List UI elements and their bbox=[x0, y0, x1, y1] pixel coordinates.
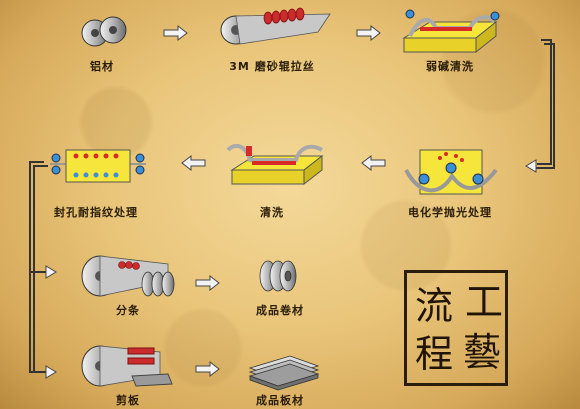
step-label-electro-polish: 电化学抛光处理 bbox=[408, 206, 492, 219]
slitting-machine-icon bbox=[81, 255, 175, 297]
step-label-rinse: 清洗 bbox=[260, 206, 284, 219]
flow-arrow bbox=[195, 360, 220, 378]
flow-arrow bbox=[195, 274, 220, 292]
step-label-sealing: 封孔耐指纹处理 bbox=[54, 206, 138, 219]
brushing-roller-icon bbox=[220, 7, 331, 45]
flow-arrow bbox=[45, 265, 57, 379]
process-flow-seal: 工 流 藝 程 bbox=[404, 270, 508, 386]
step-label-shearing: 剪板 bbox=[116, 394, 140, 407]
polishing-tank-icon bbox=[404, 149, 498, 195]
flow-arrow bbox=[181, 154, 206, 172]
shearing-machine-icon bbox=[81, 345, 173, 387]
sheet-stack-icon bbox=[248, 355, 320, 391]
step-label-slitting: 分条 bbox=[116, 304, 140, 317]
connector-line bbox=[536, 39, 555, 169]
step-label-alkali-wash: 弱碱清洗 bbox=[426, 60, 474, 73]
flow-arrow bbox=[163, 24, 188, 42]
flow-arrow bbox=[356, 24, 381, 42]
step-label-coil-product: 成品卷材 bbox=[256, 304, 304, 317]
connector-line bbox=[29, 161, 48, 373]
seal-char: 程 bbox=[415, 332, 454, 376]
step-label-sheet-product: 成品板材 bbox=[256, 394, 304, 407]
step-label-brushing: 3M 磨砂辊拉丝 bbox=[229, 60, 315, 73]
seal-char: 藝 bbox=[463, 330, 502, 374]
flow-arrow bbox=[361, 154, 386, 172]
rinse-tank-icon bbox=[226, 143, 324, 186]
flow-arrow bbox=[525, 159, 537, 173]
aluminum-coil-icon bbox=[81, 16, 127, 47]
step-label-aluminum: 铝材 bbox=[90, 60, 114, 73]
sealing-line-icon bbox=[50, 149, 146, 183]
wash-tank-icon bbox=[402, 9, 500, 54]
seal-char: 流 bbox=[415, 284, 454, 328]
finished-coil-icon bbox=[259, 260, 297, 292]
seal-char: 工 bbox=[465, 280, 504, 324]
